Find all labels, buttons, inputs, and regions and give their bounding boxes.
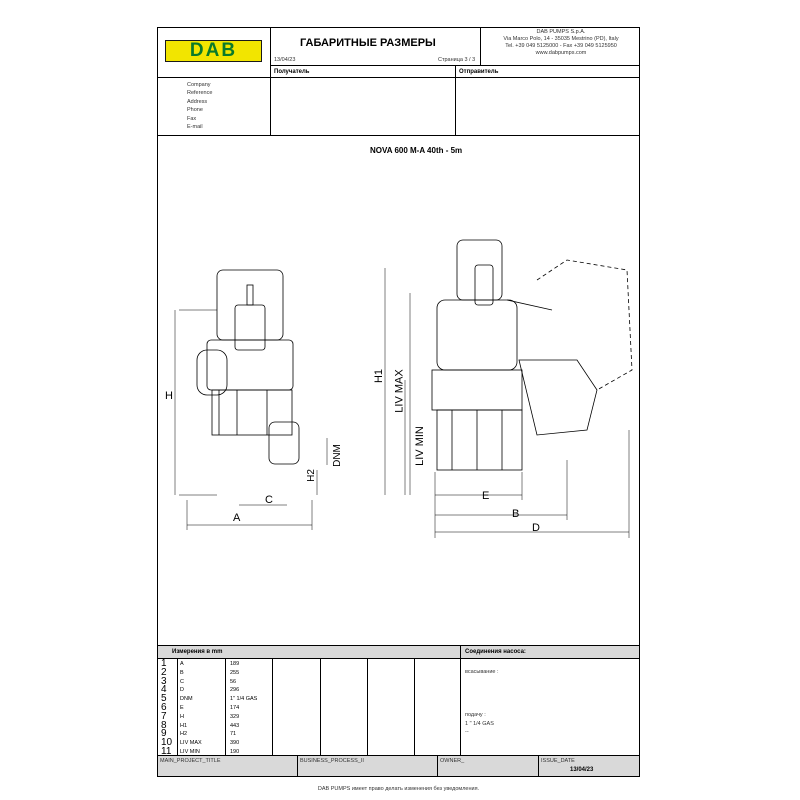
page-number: Страница 3 / 3 <box>438 57 476 63</box>
dim-d: D <box>532 522 540 534</box>
business-process: BUSINESS_PROCESS_II <box>300 758 364 764</box>
company-info: DAB PUMPS S.p.A.Via Marco Polo, 14 - 350… <box>503 29 619 56</box>
dim-liv-max: LIV MAX <box>393 369 406 413</box>
dim-c: C <box>265 494 273 506</box>
disclaimer: DAB PUMPS имеет право делать изменения б… <box>317 786 480 792</box>
pump-side-view <box>431 239 633 471</box>
dim-a: A <box>233 512 241 524</box>
dim-h: H <box>165 390 173 402</box>
connections-header: Соединения насоса: <box>465 649 526 655</box>
dim-h2: H2 <box>305 469 317 482</box>
dab-logo: DAB <box>165 40 262 62</box>
delivery-label: подачу : <box>465 712 486 718</box>
owner: OWNER_ <box>440 758 465 764</box>
dimensions-header: Измерения в mm <box>172 649 223 655</box>
dim-liv-min: LIV MIN <box>413 426 426 466</box>
issue-date-label: ISSUE_DATE <box>541 758 575 764</box>
doc-date: 13/04/23 <box>274 57 296 63</box>
dim-e: E <box>482 490 490 502</box>
delivery-extra: -- <box>465 729 469 735</box>
project-title: MAIN_PROJECT_TITLE <box>160 758 221 764</box>
document-frame <box>157 27 640 777</box>
drawing-title: NOVA 600 M-A 40th - 5m <box>370 146 463 155</box>
dim-dnm: DNM <box>331 444 343 467</box>
pump-dimension-drawing <box>174 239 633 538</box>
pump-front-view <box>196 269 300 465</box>
sender-label: Отправитель <box>459 69 499 75</box>
delivery-value: 1 " 1/4 GAS <box>465 721 494 727</box>
page-title: ГАБАРИТНЫЕ РАЗМЕРЫ <box>300 37 436 49</box>
dim-b: B <box>512 508 520 520</box>
recipient-label: Получатель <box>274 69 310 75</box>
suction-label: всасывание : <box>465 669 499 675</box>
dim-h1: H1 <box>373 368 386 384</box>
issue-date: 13/04/23 <box>570 767 594 773</box>
